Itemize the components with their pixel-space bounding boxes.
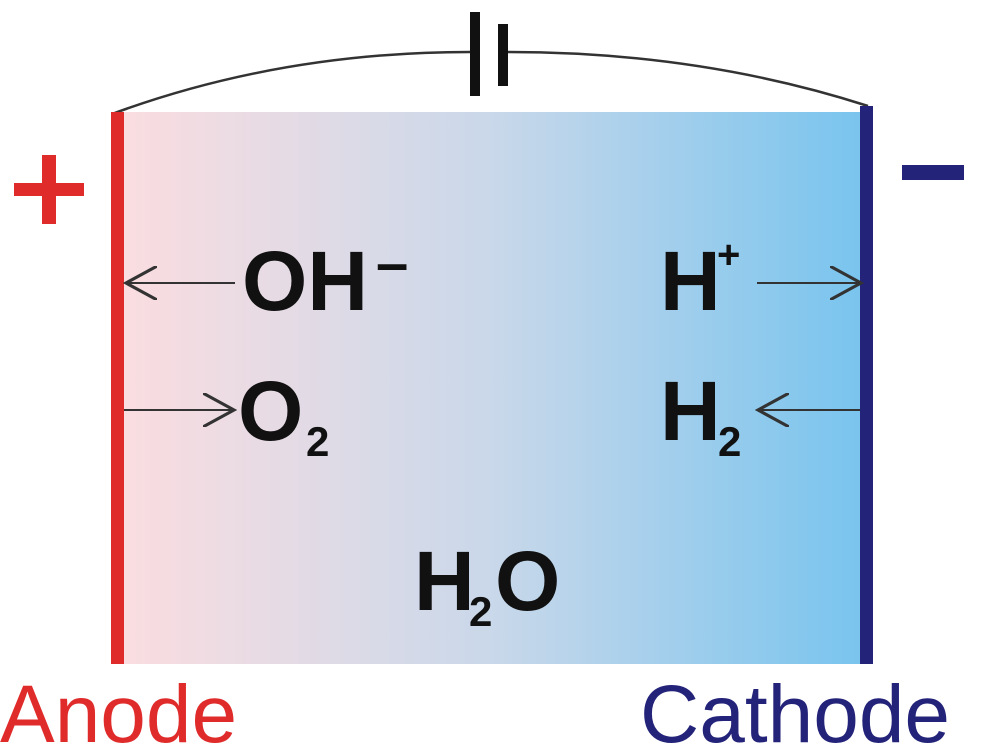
water-subscript: 2 — [469, 588, 492, 635]
anode-electrode — [111, 112, 124, 664]
anode-label: Anode — [0, 669, 237, 750]
oxygen-label: O 2 — [238, 364, 329, 465]
electrolyte — [118, 112, 866, 664]
hydroxide-base: OH — [242, 234, 368, 328]
wire-right — [507, 50, 869, 108]
cathode-label: Cathode — [640, 669, 950, 750]
hydrogen-subscript: 2 — [718, 418, 741, 465]
proton-base: H — [660, 234, 721, 328]
water-base-h: H — [414, 534, 475, 628]
proton-label: H + — [660, 233, 740, 328]
hydroxide-label: OH – — [242, 231, 408, 328]
hydrogen-label: H 2 — [660, 364, 741, 465]
water-label: H 2 O — [414, 534, 560, 635]
oxygen-subscript: 2 — [306, 418, 329, 465]
hydroxide-charge: – — [376, 231, 408, 296]
wire-left — [111, 50, 471, 116]
plus-icon — [14, 155, 84, 224]
cathode-electrode — [860, 106, 873, 664]
proton-charge: + — [717, 233, 740, 277]
oxygen-base: O — [238, 364, 303, 458]
water-base-o: O — [495, 534, 560, 628]
hydrogen-base: H — [660, 364, 721, 458]
battery-icon — [470, 12, 508, 96]
minus-icon — [902, 165, 964, 180]
